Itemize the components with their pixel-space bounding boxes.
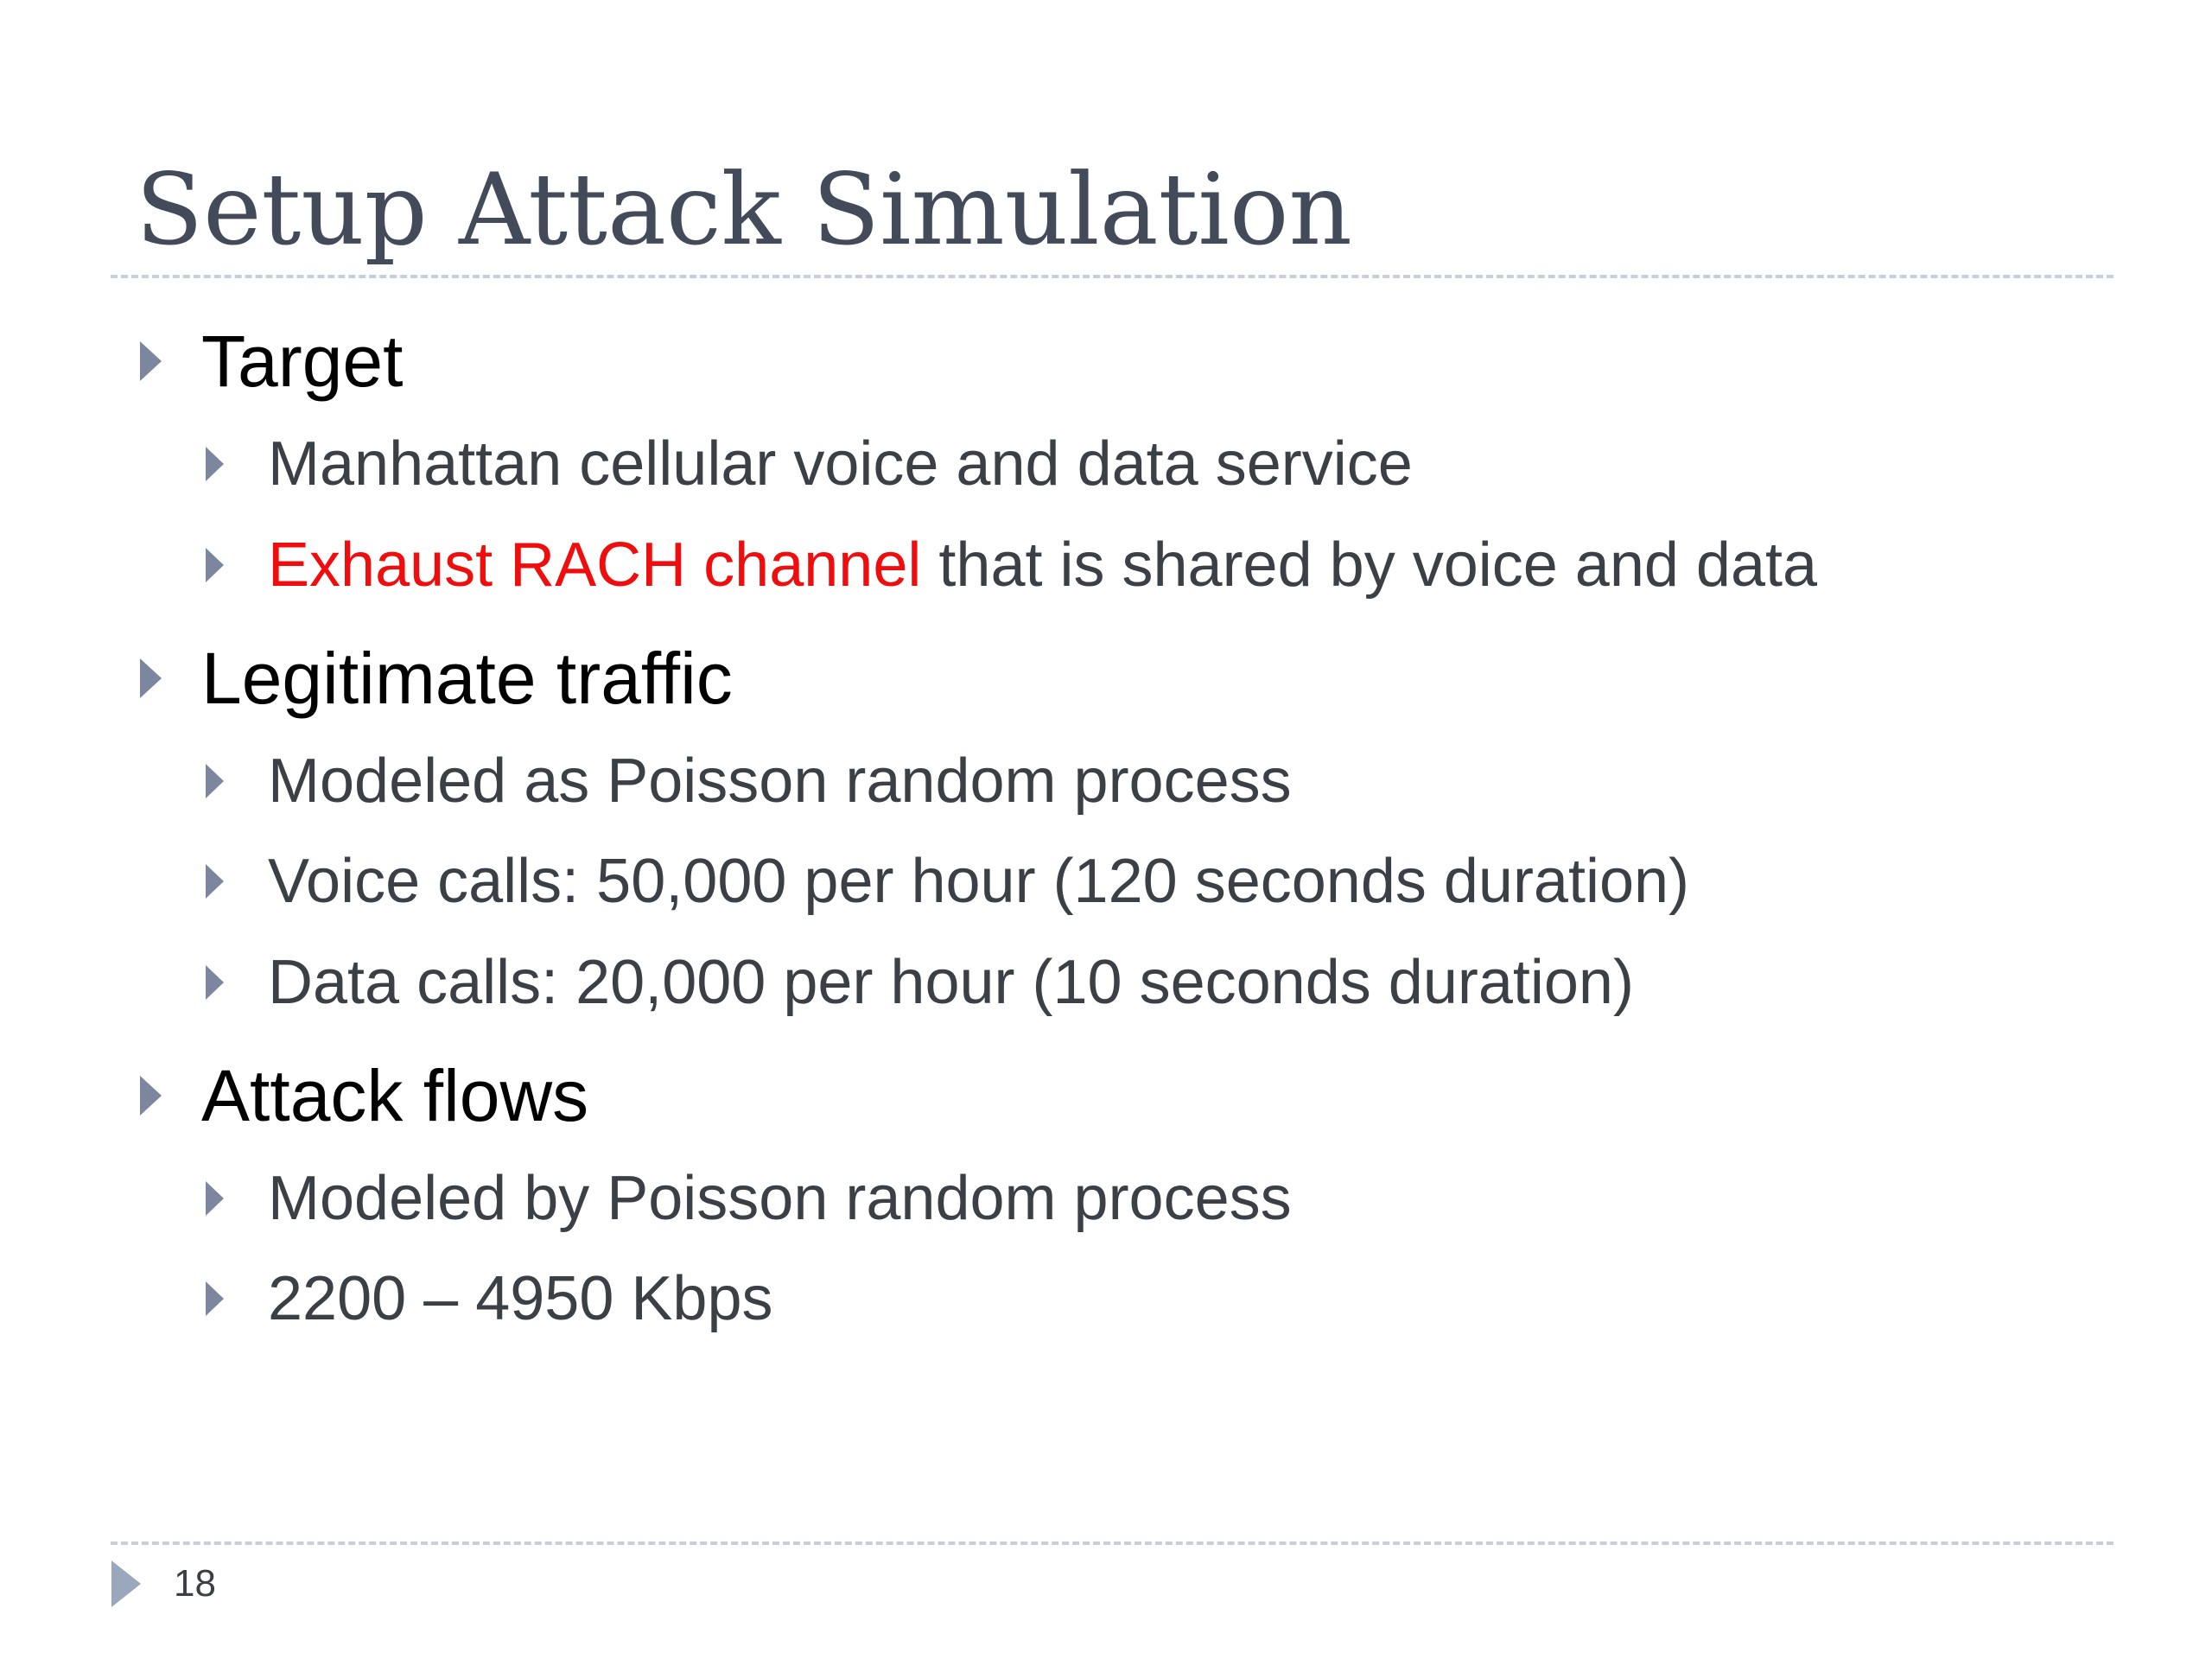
bullet-heading-text: Target xyxy=(201,321,404,402)
page-number: 18 xyxy=(174,1562,216,1605)
bullet-heading-text: Attack flows xyxy=(201,1055,589,1136)
triangle-bullet-icon xyxy=(206,548,224,582)
bullet-item-text: Data calls: 20,000 per hour (10 seconds … xyxy=(268,948,1634,1017)
bullet-item-text: Modeled by Poisson random process xyxy=(268,1164,1292,1233)
footer-divider xyxy=(111,1541,2113,1545)
triangle-bullet-icon xyxy=(206,764,224,798)
bullet-item-text: Exhaust RACH channel that is shared by v… xyxy=(268,531,1817,600)
bullet-item-text: Modeled as Poisson random process xyxy=(268,747,1292,816)
bullet-item-text: 2200 – 4950 Kbps xyxy=(268,1264,773,1333)
triangle-bullet-icon xyxy=(206,1281,224,1316)
triangle-bullet-icon xyxy=(206,447,224,481)
bullet-item-rest-text: that is shared by voice and data xyxy=(921,531,1818,600)
title-divider xyxy=(111,275,2113,278)
triangle-bullet-icon xyxy=(206,1181,224,1216)
footer-triangle-icon xyxy=(111,1560,141,1607)
bullet-heading-text: Legitimate traffic xyxy=(201,638,733,719)
triangle-bullet-icon xyxy=(206,965,224,1000)
highlighted-text: Exhaust RACH channel xyxy=(268,531,922,600)
bullet-item-text: Manhattan cellular voice and data servic… xyxy=(268,429,1413,499)
slide-title: Setup Attack Simulation xyxy=(136,152,1352,267)
triangle-bullet-icon xyxy=(140,1076,162,1116)
triangle-bullet-icon xyxy=(206,864,224,899)
triangle-bullet-icon xyxy=(140,658,162,698)
triangle-bullet-icon xyxy=(140,341,162,381)
bullet-item-text: Voice calls: 50,000 per hour (120 second… xyxy=(268,847,1690,916)
